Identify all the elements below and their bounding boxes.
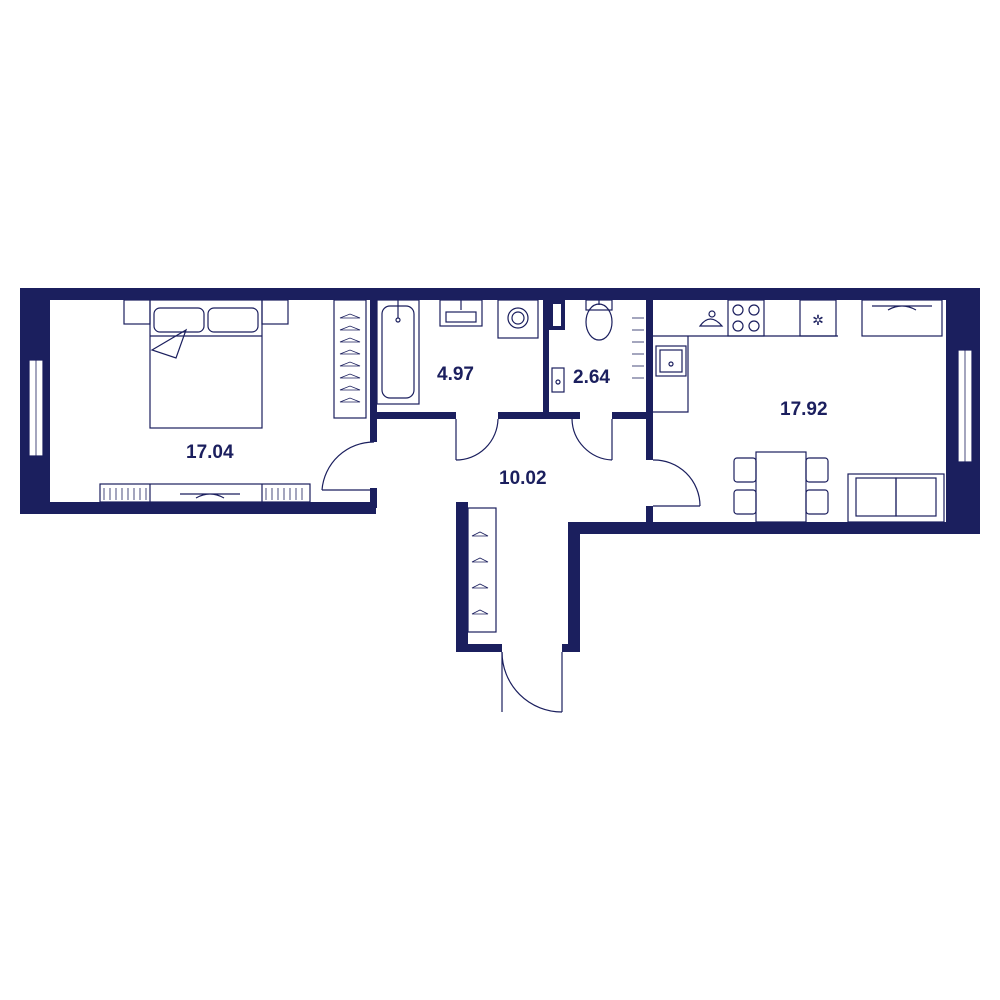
svg-text:✲: ✲ (812, 313, 824, 329)
washing-machine (497, 299, 539, 339)
toilet-door-swing (571, 418, 613, 461)
doors (321, 418, 701, 713)
wall-bath-bottom-b (498, 412, 580, 419)
wall-bath-bottom-a (370, 412, 456, 419)
sofa (847, 473, 945, 523)
room-area-toilet: 2.64 (573, 367, 610, 388)
shaft-inner (553, 304, 561, 326)
walls (20, 288, 980, 652)
cooktop (727, 299, 765, 337)
room-area-bedroom: 17.04 (186, 442, 234, 463)
kitchen-furniture: ✲ (653, 299, 945, 523)
wardrobe (333, 299, 367, 419)
kitchen-sink (655, 345, 687, 377)
kitchen-tv (872, 305, 932, 311)
wall-toilet-bottom (612, 412, 652, 419)
bed (149, 299, 263, 429)
pillow-right (207, 307, 259, 333)
bathroom-furniture (376, 299, 539, 405)
wall-corridor-left (456, 502, 468, 652)
bathroom-door-swing (455, 418, 499, 461)
wall-entrance-right (562, 644, 580, 652)
corridor-wardrobe (467, 507, 497, 633)
wall-top (20, 288, 980, 300)
area-labels: 17.04 4.97 2.64 10.02 17.92 (186, 364, 828, 489)
nightstand-left (123, 299, 151, 325)
hand-sink (551, 367, 565, 393)
mixer (698, 318, 724, 327)
dresser (99, 483, 311, 503)
chair (805, 457, 829, 483)
wall-toilet-kitchen (646, 300, 653, 460)
tv-stand (861, 299, 943, 337)
blanket-fold (150, 328, 188, 359)
nightstand-right (261, 299, 289, 325)
wall-bedroom-bath (370, 300, 377, 442)
bedroom-furniture (99, 299, 367, 503)
kitchen-door-swing (652, 459, 701, 507)
wall-bedroom-stub (370, 488, 377, 508)
wall-entrance-left (456, 644, 502, 652)
toilet-furniture (551, 299, 644, 393)
wall-bottom-bedroom (20, 502, 376, 514)
room-area-hallway: 10.02 (499, 468, 547, 489)
dining-table (755, 451, 807, 523)
bedroom-door-swing (321, 441, 375, 491)
fridge (799, 299, 837, 337)
wall-corridor-right (568, 522, 580, 652)
entrance-door-swing (501, 651, 563, 713)
toilet-bowl (585, 303, 613, 341)
corridor-furniture (467, 507, 497, 633)
wall-kitchen-stub (646, 506, 653, 528)
pillow-left (153, 307, 205, 333)
windows (28, 349, 973, 463)
room-area-kitchen-living: 17.92 (780, 399, 828, 420)
room-area-bathroom: 4.97 (437, 364, 474, 385)
chair (805, 489, 829, 515)
wall-bath-toilet (543, 300, 549, 418)
wall-bottom-kitchen (568, 522, 980, 534)
chair (733, 457, 757, 483)
tv (180, 493, 240, 499)
chair (733, 489, 757, 515)
